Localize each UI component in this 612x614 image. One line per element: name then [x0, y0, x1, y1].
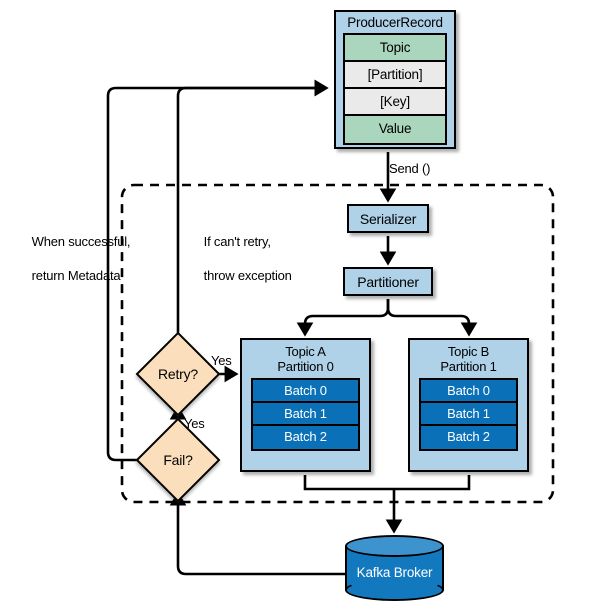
- topic-a-box: Topic A Partition 0 Batch 0 Batch 1 Batc…: [240, 338, 371, 472]
- kafka-broker-cylinder: Kafka Broker: [345, 535, 444, 601]
- topic-a-partition: Partition 0: [277, 359, 334, 374]
- edge-partitioner-split-right: [386, 299, 478, 337]
- producer-record-box: ProducerRecord Topic [Partition] [Key] V…: [334, 10, 456, 149]
- throw-exception-line-1: If can't retry,: [203, 234, 271, 249]
- topic-b-name: Topic B: [447, 344, 490, 359]
- producer-record-fields: Topic [Partition] [Key] Value: [343, 33, 447, 145]
- serializer-box: Serializer: [347, 204, 429, 233]
- producer-record-field-key: [Key]: [345, 89, 445, 116]
- topic-a-batch-2: Batch 2: [253, 426, 358, 449]
- success-metadata-label: When successful, return Metadata: [18, 216, 131, 301]
- topic-b-batches: Batch 0 Batch 1 Batch 2: [419, 378, 518, 451]
- throw-exception-line-2: throw exception: [203, 268, 292, 283]
- edge-success-return-metadata: [106, 79, 329, 462]
- topic-b-title: Topic B Partition 1: [410, 340, 527, 374]
- success-metadata-line-2: return Metadata: [31, 268, 121, 283]
- producer-record-field-value: Value: [345, 116, 445, 143]
- send-edge-label: Send (): [389, 161, 431, 176]
- topic-b-partition: Partition 1: [440, 359, 497, 374]
- kafka-broker-label: Kafka Broker: [356, 564, 433, 580]
- producer-record-field-partition: [Partition]: [345, 62, 445, 89]
- topic-a-batches: Batch 0 Batch 1 Batch 2: [251, 378, 360, 451]
- edge-partitioner-split-left: [296, 299, 390, 337]
- topic-b-box: Topic B Partition 1 Batch 0 Batch 1 Batc…: [408, 338, 529, 472]
- edge-topica-to-broker: [303, 475, 394, 491]
- partitioner-box: Partitioner: [343, 267, 433, 296]
- retry-decision: Retry?: [135, 331, 221, 417]
- cylinder-bottom: [345, 579, 444, 601]
- edge-retry-to-producerrecord: [176, 79, 329, 342]
- edge-broker-to-fail: [169, 491, 345, 576]
- fail-yes-label: Yes: [184, 416, 205, 431]
- edge-topicb-to-broker: [394, 475, 471, 491]
- topic-b-batch-1: Batch 1: [421, 403, 516, 426]
- topic-b-batch-2: Batch 2: [421, 426, 516, 449]
- topic-a-title: Topic A Partition 0: [242, 340, 369, 374]
- retry-decision-label: Retry?: [157, 366, 199, 382]
- throw-exception-label: If can't retry, throw exception: [190, 216, 300, 301]
- producer-record-title: ProducerRecord: [347, 15, 443, 30]
- topic-a-batch-1: Batch 1: [253, 403, 358, 426]
- topic-a-name: Topic A: [285, 344, 326, 359]
- fail-decision: Fail?: [135, 417, 221, 503]
- producer-record-field-topic: Topic: [345, 35, 445, 62]
- topic-a-batch-0: Batch 0: [253, 380, 358, 403]
- fail-decision-label: Fail?: [163, 452, 193, 468]
- success-metadata-line-1: When successful,: [31, 234, 131, 249]
- cylinder-top: [345, 535, 444, 557]
- topic-b-batch-0: Batch 0: [421, 380, 516, 403]
- retry-yes-label: Yes: [211, 353, 232, 368]
